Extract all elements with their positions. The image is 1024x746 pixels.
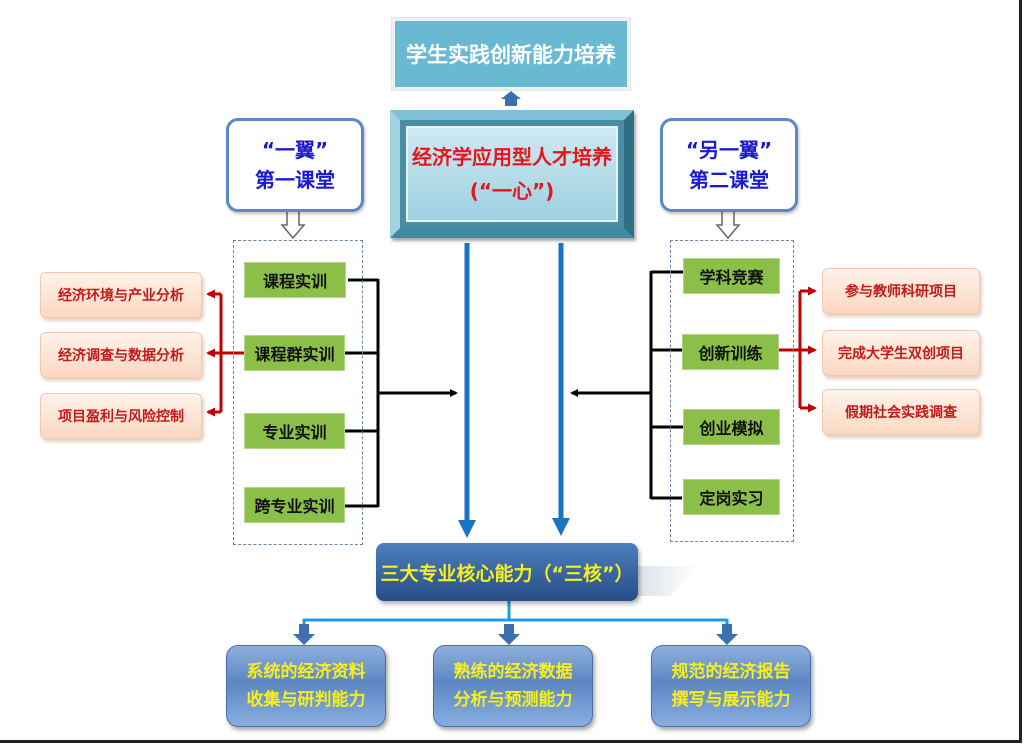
right-practice-item: 创新训练 [682,334,779,370]
ability-line2: 分析与预测能力 [453,690,573,710]
left-wing-subtitle: 第一课堂 [255,168,335,192]
left-outcome-box: 经济环境与产业分析 [40,272,202,318]
ability-box: 熟练的经济数据 分析与预测能力 [433,645,593,727]
ability-line1: 熟练的经济数据 [453,662,573,682]
right-outcome-label: 完成大学生双创项目 [838,346,964,362]
right-outcome-label: 假期社会实践调查 [845,405,957,421]
center-box-inner: 经济学应用型人才培养 (“一心”) [406,126,618,222]
left-outcome-label: 经济环境与产业分析 [58,288,184,304]
core-competency-box: 三大专业核心能力（“三核”） [376,543,638,601]
goal-box: 学生实践创新能力培养 [392,18,630,90]
ability-box: 系统的经济资料 收集与研判能力 [226,645,386,727]
left-practice-item-label: 跨专业实训 [254,497,335,516]
right-wing-subtitle: 第二课堂 [689,168,769,192]
right-outcome-label: 参与教师科研项目 [845,284,957,300]
left-practice-item: 跨专业实训 [244,487,345,523]
left-outcome-box: 项目盈利与风险控制 [40,393,202,439]
left-wing-box: “一翼” 第一课堂 [226,118,364,212]
right-practice-item-label: 创业模拟 [699,419,764,438]
right-practice-group [670,240,794,542]
left-practice-item-label: 课程群实训 [254,345,335,364]
right-wing-title: “另一翼” [685,138,773,162]
core-label: 三大专业核心能力（“三核”） [380,562,634,585]
ability-line2: 撰写与展示能力 [671,690,791,710]
center-box: 经济学应用型人才培养 (“一心”) [390,110,634,238]
center-title: 经济学应用型人才培养 [412,145,612,169]
left-practice-item-label: 课程实训 [262,272,327,291]
goal-label: 学生实践创新能力培养 [406,43,616,67]
ability-box: 规范的经济报告 撰写与展示能力 [651,645,811,727]
left-practice-item-label: 专业实训 [262,423,327,442]
right-practice-item: 定岗实习 [683,479,780,515]
ability-line1: 系统的经济资料 [246,662,366,682]
right-practice-item-label: 定岗实习 [699,489,764,508]
left-practice-item: 专业实训 [244,413,345,449]
right-wing-box: “另一翼” 第二课堂 [660,118,798,212]
right-practice-item: 创业模拟 [683,409,780,445]
right-practice-item-label: 学科竞赛 [699,268,764,287]
right-outcome-box: 完成大学生双创项目 [822,330,980,376]
ability-line1: 规范的经济报告 [671,662,791,682]
left-wing-title: “一翼” [261,138,329,162]
left-practice-item: 课程实训 [244,262,346,298]
ability-line2: 收集与研判能力 [246,690,366,710]
left-outcome-label: 经济调查与数据分析 [58,348,184,364]
left-outcome-label: 项目盈利与风险控制 [58,409,184,425]
left-outcome-box: 经济调查与数据分析 [40,332,202,378]
right-outcome-box: 假期社会实践调查 [822,389,980,435]
right-outcome-box: 参与教师科研项目 [822,268,980,314]
center-subtitle: (“一心”) [469,179,555,203]
right-practice-item-label: 创新训练 [698,344,763,363]
left-practice-item: 课程群实训 [244,335,345,371]
right-practice-item: 学科竞赛 [683,258,780,294]
left-practice-group [233,240,363,545]
